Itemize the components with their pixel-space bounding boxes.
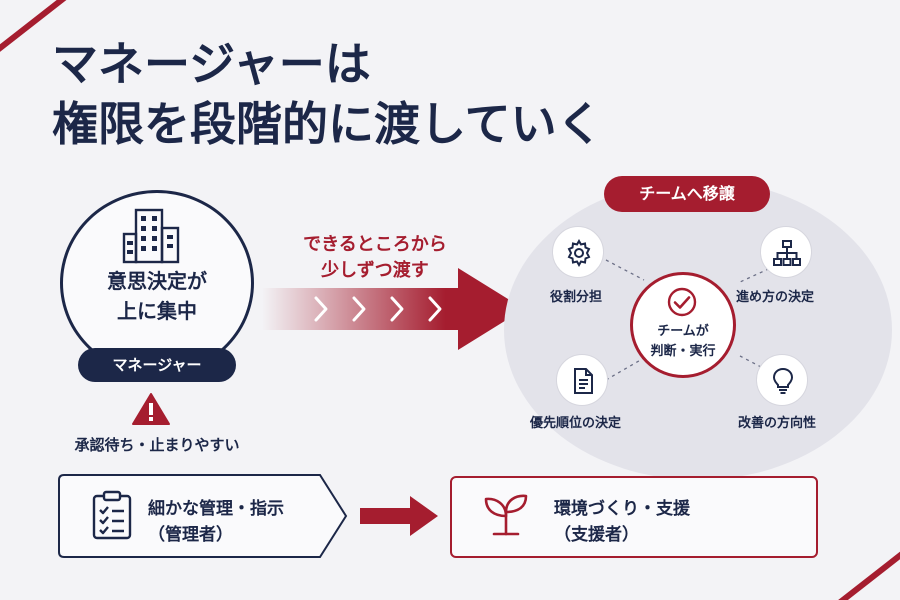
page-title-line1: マネージャーは: [52, 37, 371, 91]
sprout-icon: [484, 494, 528, 536]
manager-description-line1: 意思決定が: [107, 269, 207, 293]
page-title: マネージャーは 権限を段階的に渡していく: [52, 34, 603, 154]
support-box: [450, 476, 818, 558]
manager-description: 意思決定が 上に集中: [62, 266, 252, 326]
team-center-text: チームが 判断・実行: [634, 322, 732, 362]
lightbulb-icon: [772, 367, 794, 394]
manager-description-line2: 上に集中: [117, 299, 197, 323]
support-box-line1: 環境づくり・支援: [554, 499, 690, 519]
transfer-arrow: [262, 268, 524, 350]
hierarchy-node: [760, 226, 812, 278]
manager-label-pill: マネージャー: [78, 348, 236, 382]
node-label-roles: 役割分担: [550, 290, 603, 305]
hierarchy-icon: [773, 240, 801, 266]
gear-icon: [567, 239, 591, 267]
transfer-label: できるところから 少しずつ渡す: [264, 232, 486, 284]
page-title-line2: 権限を段階的に渡していく: [52, 97, 603, 151]
document-icon: [574, 368, 593, 394]
gear-node: [552, 226, 604, 278]
clipboard-checklist-icon: [92, 490, 132, 540]
check-circle-icon: [667, 287, 697, 317]
team-center-line1: チームが: [657, 324, 709, 339]
control-box-line1: 細かな管理・指示: [148, 499, 284, 519]
shift-arrow: [360, 496, 438, 536]
decor-stripe-bottom-right: [829, 538, 900, 600]
warning-text: 承認待ち・止まりやすい: [74, 436, 240, 454]
warning-icon: [132, 393, 170, 425]
support-box-line2: （支援者）: [554, 525, 639, 545]
node-label-improvement: 改善の方向性: [738, 416, 817, 431]
node-label-process: 進め方の決定: [736, 290, 815, 305]
building-icon: [122, 208, 180, 264]
lightbulb-node: [756, 354, 808, 406]
document-node: [556, 354, 608, 406]
team-label-pill: チームへ移譲: [604, 176, 770, 212]
transfer-label-line2: 少しずつ渡す: [321, 260, 429, 281]
control-box-text: 細かな管理・指示 （管理者）: [148, 496, 284, 548]
node-label-priority: 優先順位の決定: [530, 416, 622, 431]
transfer-label-line1: できるところから: [303, 234, 447, 255]
control-box-line2: （管理者）: [148, 525, 233, 545]
team-center-line2: 判断・実行: [650, 344, 716, 359]
support-box-text: 環境づくり・支援 （支援者）: [554, 496, 690, 548]
